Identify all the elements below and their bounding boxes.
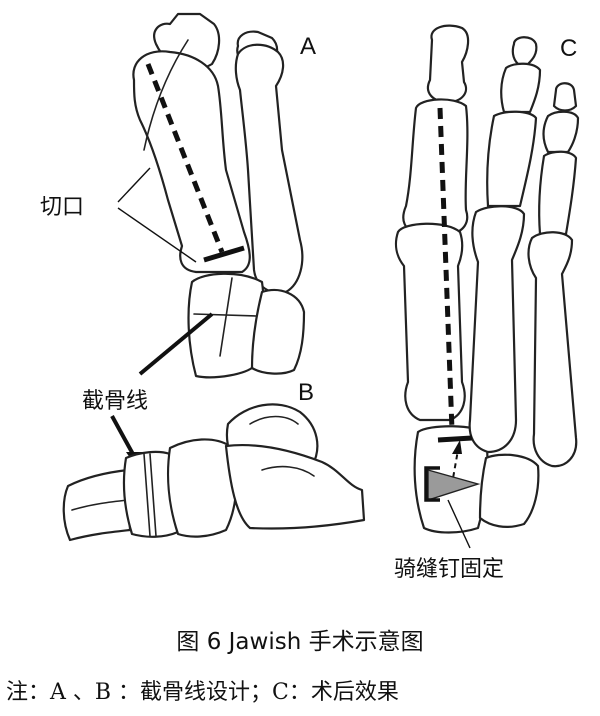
panel-a-illustration	[132, 12, 306, 379]
surgery-diagram: 切口 截骨线	[40, 12, 580, 582]
staple-callout: 骑缝钉固定	[394, 499, 504, 582]
panel-a-first-metatarsal	[132, 50, 251, 274]
panel-b-osteotomy-line-1	[143, 453, 151, 537]
incision-callout: 切口	[40, 167, 197, 263]
panel-b-cuneiform	[122, 450, 180, 538]
panel-c-second-toe-tip	[511, 36, 538, 66]
osteotomy-pointer-b	[110, 415, 136, 457]
osteotomy-pointer-a	[138, 312, 214, 376]
osteotomy-label: 截骨线	[82, 389, 148, 414]
figure-caption: 图 6 Jawish 手术示意图	[176, 629, 424, 655]
panel-a-letter: A	[300, 33, 316, 60]
panel-b-navicular	[166, 438, 238, 538]
incision-label: 切口	[40, 195, 84, 220]
panel-c-lateral-cuneiform	[478, 453, 540, 528]
staple-label: 骑缝钉固定	[394, 557, 504, 582]
panel-a-intermediate-cuneiform	[250, 288, 306, 375]
panel-b-osteotomy-line-2	[149, 453, 157, 537]
panel-c-third-proximal	[538, 150, 578, 236]
panel-b-hindfoot-detail	[261, 465, 315, 477]
panel-a-incision-arc	[143, 39, 189, 151]
panel-c-hallux-distal	[426, 24, 470, 104]
panel-c-third-toe-tip	[552, 82, 578, 112]
panel-c-second-proximal	[486, 110, 538, 208]
staple-pointer	[447, 499, 471, 549]
panel-a-osteotomy-bar	[203, 245, 245, 263]
panel-b-talus-detail	[249, 415, 299, 425]
figure-note: 注：A 、B ：截骨线设计；C：术后效果	[6, 680, 399, 705]
panel-c-staple	[424, 466, 440, 502]
incision-pointer-lower	[117, 207, 197, 263]
panel-c-wedge	[427, 469, 481, 501]
osteotomy-callout: 截骨线	[82, 312, 214, 470]
panel-c-letter: C	[560, 35, 577, 62]
panel-b-metatarsal-line	[71, 499, 129, 511]
panel-b-illustration	[62, 403, 366, 542]
panel-c-staple-arrowhead	[452, 440, 462, 454]
panel-c-first-metatarsal	[394, 222, 466, 422]
panel-c-second-metatarsal	[468, 205, 526, 454]
panel-c-fixation-bar	[437, 435, 473, 443]
panel-a-dashed-line	[145, 63, 225, 253]
panel-c-hallux-proximal	[402, 98, 469, 236]
panel-c-second-toe-phalanx	[500, 62, 542, 114]
panel-a-cross-vertical	[219, 277, 233, 357]
panel-b-calcaneus	[224, 444, 366, 530]
panel-c-third-metatarsal	[527, 231, 578, 468]
panel-b-letter: B	[298, 379, 314, 406]
incision-pointer-upper	[117, 167, 151, 203]
panel-c-third-toe-phalanx	[542, 110, 580, 154]
panel-c-illustration	[394, 24, 580, 534]
panel-a-cross-horizontal	[193, 313, 257, 317]
